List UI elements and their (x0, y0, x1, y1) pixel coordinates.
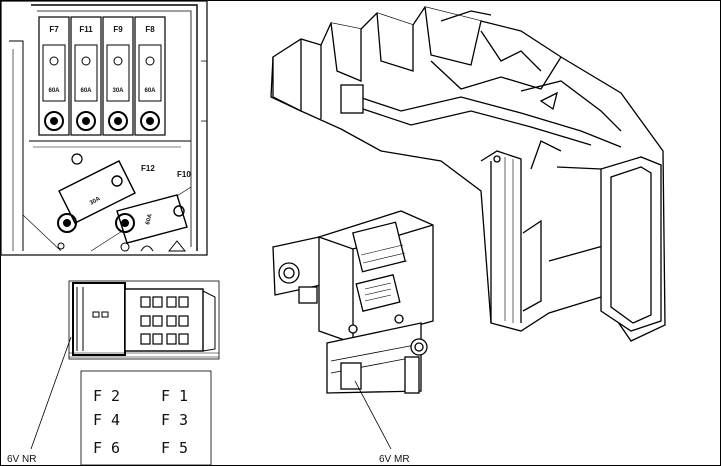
grid-label: F 5 (161, 439, 188, 457)
top-fuse-cell-1: F11 60A (70, 16, 102, 136)
fuse-label: F8 (145, 25, 155, 34)
side-fuse-f12: F12 30A (57, 160, 155, 233)
warning-symbols (57, 240, 187, 252)
fuse-label: F7 (49, 25, 59, 34)
top-fuse-cell-2: F9 30A (102, 16, 134, 136)
grid-label: F 6 (93, 439, 120, 457)
caption-6v-mr: 6V MR (379, 454, 410, 465)
fuse-rating: 30A (89, 196, 102, 207)
grid-label: F 4 (93, 411, 120, 429)
fuse-label: F12 (141, 164, 155, 173)
connector-side-view (30, 280, 220, 450)
fuse-rating: 60A (48, 88, 60, 94)
leader-line-mr (354, 380, 392, 450)
bolt-icon (71, 153, 83, 165)
fuse-module-drawing (272, 210, 434, 450)
fuse-label: F9 (113, 25, 123, 34)
fuse-rating: 60A (144, 88, 156, 94)
bracket-housing-drawing (270, 6, 666, 342)
leader-line-nr (30, 336, 72, 450)
fuse-rating: 60A (145, 213, 154, 226)
fuse-label: F10 (177, 170, 191, 179)
fuse-rating: 30A (112, 88, 124, 94)
fuse-rating: 60A (80, 88, 92, 94)
side-fuse-f10: F10 60A (115, 170, 191, 244)
grid-label: F 1 (161, 387, 188, 405)
top-fuse-cell-3: F8 60A (134, 16, 166, 136)
fuse-label: F11 (79, 25, 93, 34)
caption-6v-nr: 6V NR (7, 454, 36, 465)
connector-fuse-grid: F 2 F 1 F 4 F 3 F 6 F 5 (80, 370, 212, 465)
grid-label: F 2 (93, 387, 120, 405)
grid-label: F 3 (161, 411, 188, 429)
fuse-box-detail-panel: F7 60A F11 60A F9 30A F8 (1, 1, 208, 256)
top-fuse-cell-0: F7 60A (38, 16, 70, 136)
